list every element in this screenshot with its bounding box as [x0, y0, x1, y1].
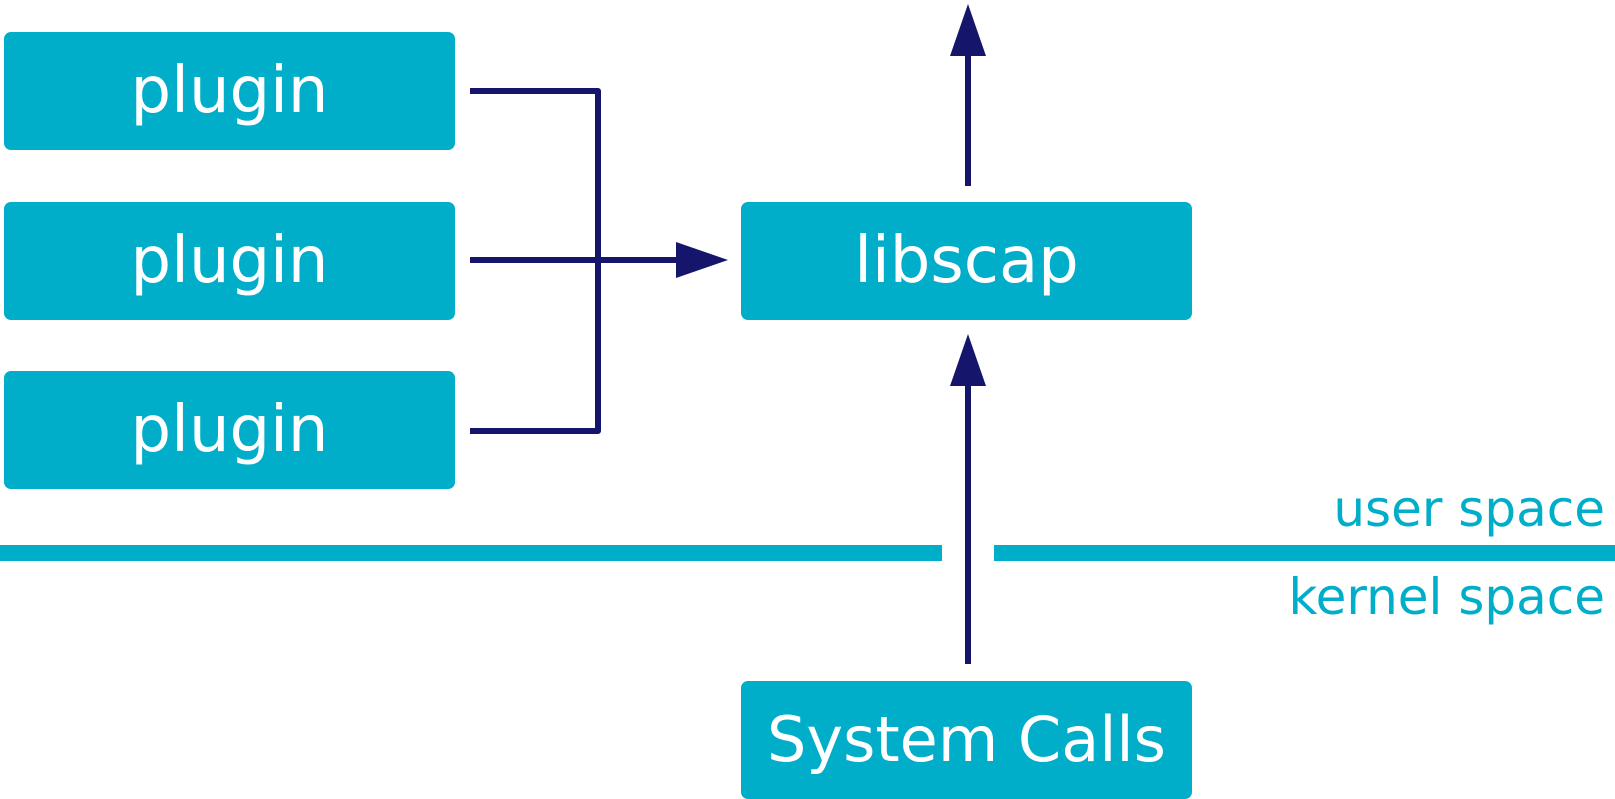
- plugin-label: plugin: [130, 224, 329, 298]
- user-kernel-divider-left: [0, 545, 942, 561]
- plugin-label: plugin: [130, 54, 329, 128]
- libscap-output-arrowhead: [950, 4, 986, 56]
- plugin-box: plugin: [4, 371, 455, 489]
- plugin-label: plugin: [130, 393, 329, 467]
- libscap-box: libscap: [741, 202, 1192, 320]
- libscap-label: libscap: [854, 224, 1079, 298]
- user-space-label: user space: [1333, 480, 1605, 538]
- plugin-box: plugin: [4, 202, 455, 320]
- system-calls-box: System Calls: [741, 681, 1192, 799]
- user-kernel-divider-right: [994, 545, 1615, 561]
- plugin-bus-connector: [470, 88, 680, 434]
- plugin-to-libscap-arrowhead: [676, 242, 728, 278]
- plugin-box: plugin: [4, 32, 455, 150]
- syscalls-to-libscap-arrowhead: [950, 334, 986, 386]
- system-calls-label: System Calls: [767, 703, 1166, 776]
- kernel-space-label: kernel space: [1288, 568, 1605, 626]
